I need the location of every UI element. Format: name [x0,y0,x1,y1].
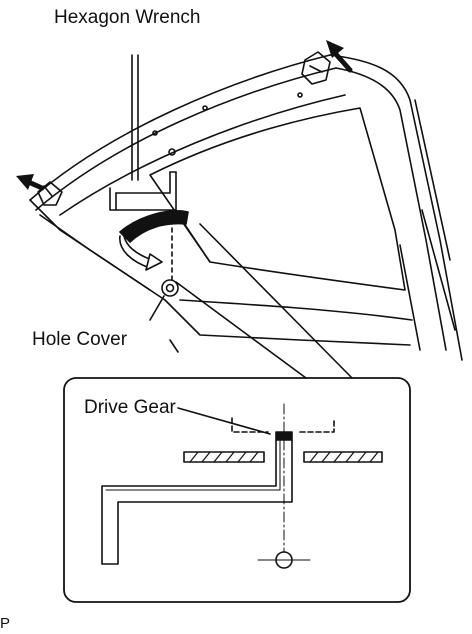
left-hinge [37,181,63,206]
right-hinge [301,51,331,85]
hole-cover-label: Hole Cover [32,329,128,350]
hole-cover [149,219,179,321]
rotation-arrow-icon [119,210,189,271]
hexagon-wrench-main [109,54,177,211]
figure-code-label: P [0,615,11,632]
detail-inset [63,377,411,603]
right-arrow-icon [326,40,353,73]
callout-lines [175,223,353,379]
back-door-outline [29,54,463,361]
left-arrow-icon [16,174,45,191]
drive-gear-label: Drive Gear [84,397,176,418]
hexagon-wrench-label: Hexagon Wrench [54,7,201,28]
